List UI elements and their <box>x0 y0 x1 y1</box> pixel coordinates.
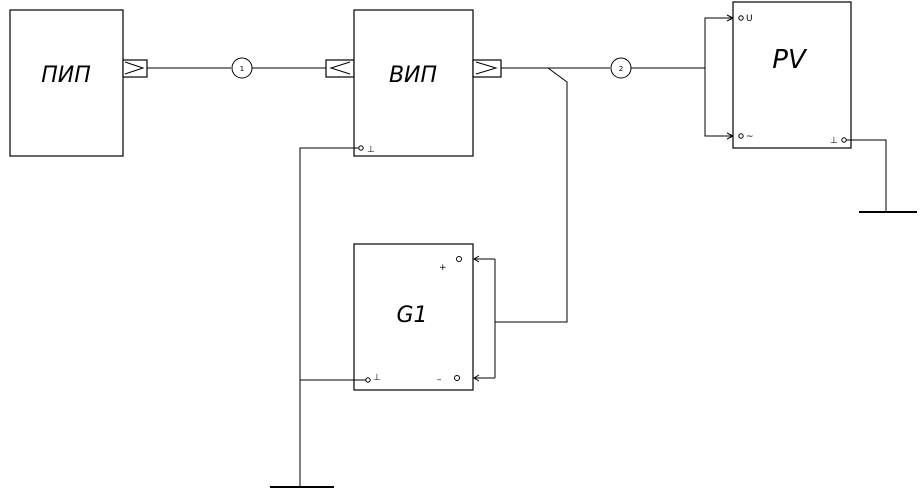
vip-output-arrow <box>475 61 498 75</box>
g1-ground-label: ⊥ <box>373 373 381 383</box>
pv-terminal-ac-label: ~ <box>746 132 754 142</box>
wire-ground-bus <box>299 147 359 487</box>
pv-label: PV <box>772 45 808 75</box>
pv-terminal-u <box>738 15 744 21</box>
pv-terminal-ac <box>738 133 744 139</box>
vip-block <box>353 9 474 157</box>
pv-ground-label: ⊥ <box>830 136 838 146</box>
g1-plus-arrow <box>473 255 480 263</box>
wire-vip-to-g1 <box>495 67 568 323</box>
vip-label: ВИП <box>389 63 437 88</box>
g1-plus-label: + <box>439 263 447 273</box>
pv-terminal-u-label: U <box>746 14 753 24</box>
vip-input-arrow <box>329 61 351 75</box>
pv-block <box>732 1 852 149</box>
pip-connector-arrow <box>124 61 145 75</box>
pip-block <box>9 9 124 157</box>
wire-pv-ground <box>846 139 887 212</box>
g1-minus-arrow <box>473 374 480 382</box>
wire-pv-input-bottom <box>704 68 733 137</box>
g1-label: G1 <box>396 303 427 328</box>
cable-marker-2-label: 2 <box>619 65 623 73</box>
pip-label: ПИП <box>41 63 91 88</box>
g1-block <box>353 243 474 391</box>
cable-marker-1-label: 1 <box>240 65 244 73</box>
g1-plus-terminal <box>456 256 462 262</box>
vip-ground-label: ⊥ <box>367 145 375 155</box>
vip-ground-terminal <box>358 145 364 151</box>
g1-minus-terminal <box>454 375 460 381</box>
wire-pv-input-top <box>704 17 733 68</box>
g1-ground-terminal <box>365 377 371 383</box>
g1-minus-label: – <box>437 375 442 385</box>
pv-ground-terminal <box>841 137 847 143</box>
